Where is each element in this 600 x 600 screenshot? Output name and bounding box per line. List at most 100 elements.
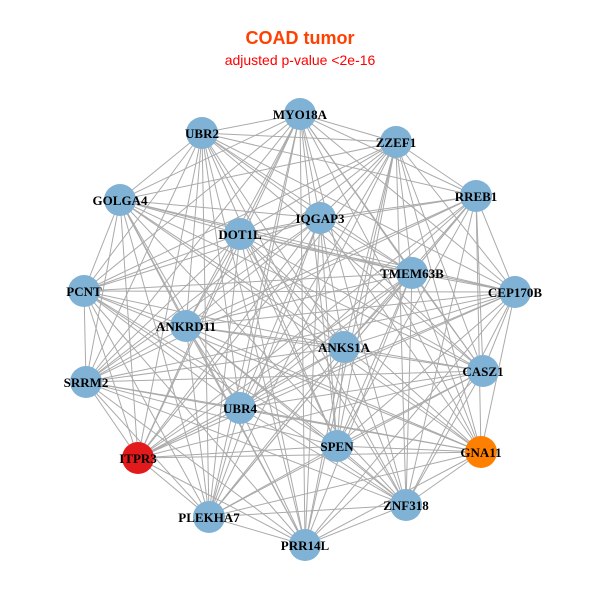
node-label: SRRM2 [64,375,109,390]
edge-UBR2-ANKRD11 [185,132,203,327]
edge-UBR4-ITPR3 [137,407,241,459]
edge-UBR2-SRRM2 [85,132,203,383]
edge-MYO18A-ITPR3 [137,113,301,459]
edge-ZZEF1-ZNF318 [395,141,407,506]
edge-ANKRD11-GNA11 [185,325,482,453]
edge-ZZEF1-SRRM2 [85,141,397,383]
edge-IQGAP3-CASZ1 [319,217,484,372]
node-label: UBR2 [185,126,219,141]
edge-ANKRD11-SRRM2 [85,325,187,383]
edge-MYO18A-DOT1L [239,113,301,235]
edge-GOLGA4-PLEKHA7 [119,199,210,518]
edge-DOT1L-PCNT [83,233,241,292]
edge-PCNT-ANKRD11 [83,290,187,327]
edge-ANKRD11-PRR14L [185,325,306,546]
edge-GNA11-PLEKHA7 [208,451,482,518]
edge-RREB1-ITPR3 [137,195,477,459]
edge-SRRM2-ZNF318 [85,381,407,506]
edge-UBR2-PCNT [83,132,203,292]
edge-MYO18A-GNA11 [299,113,482,453]
edge-UBR4-PRR14L [239,407,306,546]
edge-UBR4-PLEKHA7 [208,407,241,518]
edge-TMEM63B-ANKRD11 [185,272,413,327]
chart-subtitle: adjusted p-value <2e-16 [224,52,376,68]
node-label: ITPR3 [119,451,157,466]
edge-CEP170B-PRR14L [304,291,516,546]
node-MYO18A [284,98,316,130]
node-label: CASZ1 [462,364,503,379]
node-RREB1 [460,180,492,212]
node-GOLGA4 [104,184,136,216]
edge-ANKS1A-SRRM2 [85,346,345,383]
edge-ZZEF1-ITPR3 [137,141,397,459]
node-ZZEF1 [380,126,412,158]
edge-RREB1-CEP170B [475,195,516,293]
edge-CASZ1-PRR14L [304,370,484,546]
edge-SPEN-GNA11 [336,445,482,453]
node-UBR4 [224,392,256,424]
node-label: ANKRD11 [156,319,216,334]
edge-CEP170B-SPEN [336,291,516,447]
edge-ZZEF1-GOLGA4 [119,141,397,201]
edge-GOLGA4-ANKS1A [119,199,345,348]
edge-CEP170B-ANKS1A [343,291,516,348]
edge-GOLGA4-DOT1L [119,199,241,235]
edge-TMEM63B-ITPR3 [137,272,413,459]
edge-RREB1-ANKRD11 [185,195,477,327]
edge-UBR4-ZNF318 [239,407,407,506]
edge-GNA11-ITPR3 [137,451,482,459]
edge-DOT1L-PLEKHA7 [208,233,241,518]
node-IQGAP3 [304,202,336,234]
edge-CASZ1-ITPR3 [137,370,484,459]
edge-ZZEF1-GNA11 [395,141,482,453]
edge-UBR2-ANKS1A [201,132,345,348]
edge-UBR2-ZZEF1 [201,132,397,143]
node-label: GOLGA4 [93,193,148,208]
edge-GOLGA4-PCNT [83,199,121,292]
edge-UBR2-GOLGA4 [119,132,203,201]
edge-PCNT-GNA11 [83,290,482,453]
edge-PCNT-ITPR3 [83,290,139,459]
edge-TMEM63B-CEP170B [411,272,516,293]
node-PCNT [68,275,100,307]
edge-PCNT-UBR4 [83,290,241,409]
edge-TMEM63B-ANKS1A [343,272,413,348]
edge-GOLGA4-TMEM63B [119,199,413,274]
edge-TMEM63B-GNA11 [411,272,482,453]
node-CASZ1 [467,355,499,387]
edge-TMEM63B-UBR4 [239,272,413,409]
edge-ZZEF1-RREB1 [395,141,477,197]
edge-ANKRD11-UBR4 [185,325,241,409]
edge-CEP170B-UBR4 [239,291,516,409]
node-label: PRR14L [281,538,330,553]
edge-TMEM63B-SPEN [336,272,413,447]
node-label: ANKS1A [318,340,371,355]
edge-ZZEF1-PLEKHA7 [208,141,397,518]
node-label: ZNF318 [383,498,429,513]
edge-PCNT-ANKS1A [83,290,345,348]
edge-SRRM2-PRR14L [85,381,306,546]
edge-DOT1L-CEP170B [239,233,516,293]
edge-SPEN-ITPR3 [137,445,338,459]
edge-DOT1L-ZNF318 [239,233,407,506]
node-label: PCNT [66,284,102,299]
edge-CEP170B-PCNT [83,290,516,293]
node-label: SPEN [320,439,354,454]
edge-IQGAP3-SRRM2 [85,217,321,383]
edge-RREB1-CASZ1 [475,195,484,372]
node-label: ZZEF1 [376,135,416,150]
edge-TMEM63B-PRR14L [304,272,413,546]
node-PLEKHA7 [193,501,225,533]
edge-ANKRD11-PLEKHA7 [185,325,210,518]
edge-IQGAP3-ITPR3 [137,217,321,459]
edge-CEP170B-ANKRD11 [185,291,516,327]
edge-IQGAP3-UBR4 [239,217,321,409]
edge-ZZEF1-CEP170B [395,141,516,293]
edge-IQGAP3-ANKRD11 [185,217,321,327]
node-label: GNA11 [460,445,501,460]
edge-MYO18A-GOLGA4 [119,113,301,201]
edge-ANKS1A-CASZ1 [343,346,484,372]
edge-CASZ1-SRRM2 [85,370,484,383]
edge-MYO18A-CEP170B [299,113,516,293]
